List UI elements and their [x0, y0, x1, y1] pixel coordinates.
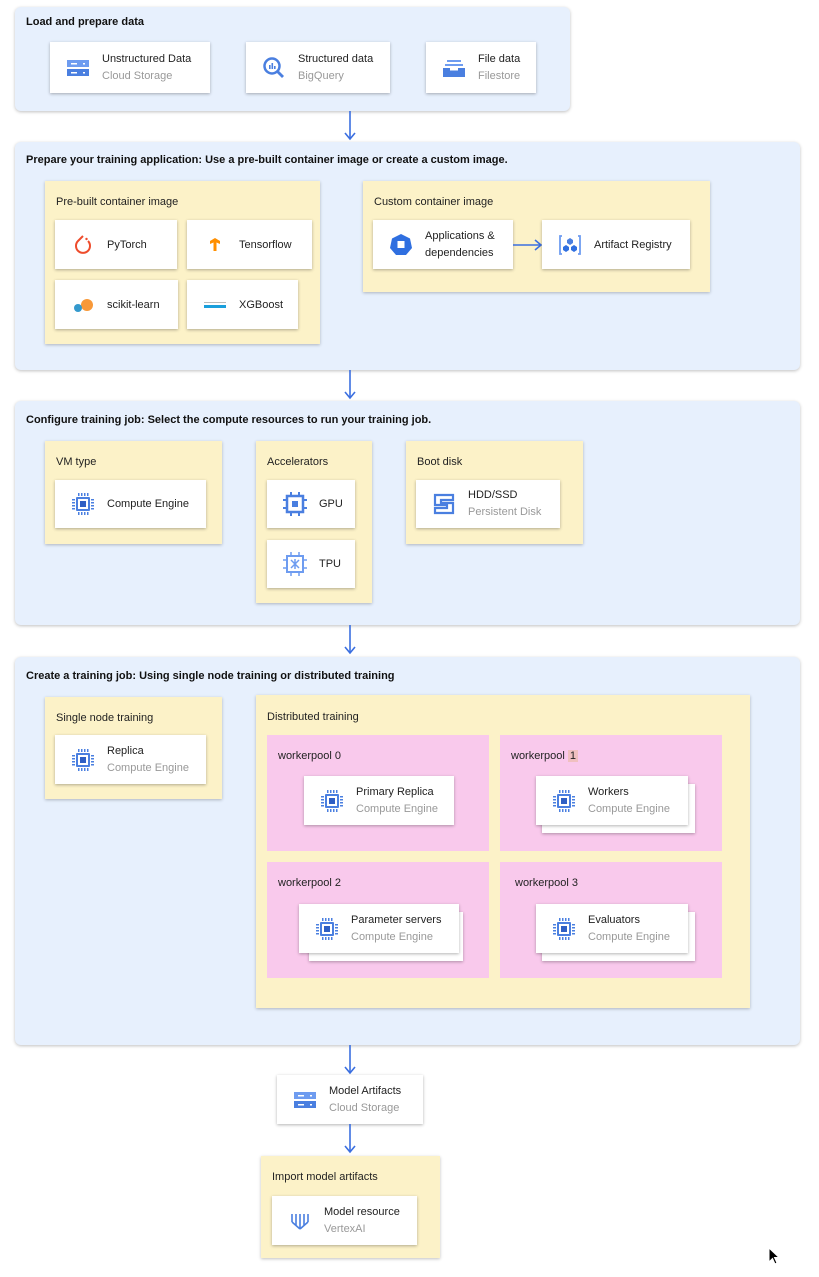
section-title: Configure training job: Select the compu…	[26, 414, 432, 426]
card-subtitle: Compute Engine	[107, 761, 189, 774]
group-title: Custom container image	[374, 196, 494, 208]
card-title: PyTorch	[107, 238, 147, 251]
tensorflow-card[interactable]: Tensorflow	[187, 220, 312, 269]
persistent-disk-icon	[433, 493, 455, 515]
pytorch-icon	[75, 234, 91, 254]
compute-engine-icon	[320, 789, 344, 813]
pytorch-card[interactable]: PyTorch	[55, 220, 177, 269]
gpu-icon	[283, 492, 307, 516]
section-title: Create a training job: Using single node…	[26, 670, 395, 682]
card-title: Tensorflow	[239, 238, 292, 251]
card-title: Model resource	[324, 1205, 400, 1218]
workerpool-label: workerpool 3	[515, 877, 578, 889]
card-title: Workers	[588, 785, 629, 798]
card-subtitle: Filestore	[478, 69, 521, 82]
group-title: VM type	[56, 456, 97, 468]
gpu-card[interactable]: GPU	[267, 480, 355, 528]
card-title: Primary Replica	[356, 785, 434, 798]
bigquery-icon	[263, 56, 284, 78]
card-title: HDD/SSD	[468, 489, 518, 501]
card-subtitle: Persistent Disk	[468, 506, 542, 518]
card-subtitle: Compute Engine	[588, 930, 670, 943]
group-title: Single node training	[56, 712, 154, 724]
card-title: Model Artifacts	[329, 1084, 402, 1097]
card-title: File data	[478, 52, 521, 65]
workerpool-number: 1	[567, 750, 578, 762]
card-subtitle: Cloud Storage	[102, 69, 173, 82]
group-title: Accelerators	[267, 456, 329, 468]
storage-icon	[293, 1088, 317, 1112]
compute-engine-icon	[552, 917, 576, 941]
workerpool-label-wrap: workerpool 1	[511, 750, 578, 762]
card-title: Unstructured Data	[102, 52, 192, 65]
compute-engine-card[interactable]: Compute Engine	[55, 480, 206, 528]
workerpool-label: workerpool	[511, 750, 565, 762]
card-title: TPU	[319, 558, 341, 570]
arrow-down-icon	[344, 370, 356, 400]
container-icon	[390, 233, 412, 255]
xgboost-card[interactable]: XGBoost	[187, 280, 298, 329]
card-subtitle: Compute Engine	[351, 930, 433, 943]
tensorflow-icon	[210, 237, 220, 251]
arrow-right-icon	[513, 239, 543, 251]
compute-engine-icon	[71, 748, 95, 772]
section-title: Load and prepare data	[26, 16, 144, 28]
group-title: Pre-built container image	[56, 196, 179, 208]
arrow-down-icon	[344, 1045, 356, 1075]
section-title: Prepare your training application: Use a…	[26, 154, 508, 166]
workerpool-label: workerpool 2	[278, 877, 341, 889]
card-subtitle: VertexAI	[324, 1222, 366, 1235]
workerpool-label: workerpool 0	[278, 750, 341, 762]
card-title: Artifact Registry	[594, 238, 672, 251]
card-title: Parameter servers	[351, 913, 442, 926]
xgboost-icon	[204, 301, 226, 308]
card-title: GPU	[319, 498, 343, 510]
card-title: Applications & dependencies	[425, 229, 495, 259]
artifact-registry-icon	[559, 234, 581, 255]
filestore-icon	[443, 59, 465, 77]
tpu-card[interactable]: TPU	[267, 540, 355, 588]
card-title: Compute Engine	[107, 498, 189, 510]
tpu-icon	[283, 552, 307, 576]
arrow-down-icon	[344, 111, 356, 141]
vertex-ai-icon	[291, 1213, 309, 1230]
card-title: scikit-learn	[107, 298, 160, 311]
compute-engine-icon	[71, 492, 95, 516]
card-title: Structured data	[298, 52, 374, 65]
mouse-cursor-icon	[768, 1247, 780, 1265]
artifact-registry-card[interactable]: Artifact Registry	[542, 220, 690, 269]
arrow-down-icon	[344, 625, 356, 655]
card-subtitle: Compute Engine	[356, 802, 438, 815]
card-title: Replica	[107, 744, 144, 757]
compute-engine-icon	[552, 789, 576, 813]
scikit-learn-icon	[74, 298, 93, 312]
storage-icon	[66, 56, 90, 80]
card-title: Evaluators	[588, 913, 640, 926]
card-title: XGBoost	[239, 298, 284, 311]
card-subtitle: Compute Engine	[588, 802, 670, 815]
card-subtitle: Cloud Storage	[329, 1101, 400, 1114]
group-title: Distributed training	[267, 711, 359, 723]
arrow-down-icon	[344, 1124, 356, 1154]
compute-engine-icon	[315, 917, 339, 941]
card-subtitle: BigQuery	[298, 69, 344, 82]
persistent-disk-card[interactable]: HDD/SSD Persistent Disk	[416, 480, 560, 528]
scikit-learn-card[interactable]: scikit-learn	[55, 280, 178, 329]
applications-card[interactable]: Applications & dependencies	[373, 220, 513, 269]
group-title: Import model artifacts	[272, 1171, 378, 1183]
group-title: Boot disk	[417, 456, 463, 468]
